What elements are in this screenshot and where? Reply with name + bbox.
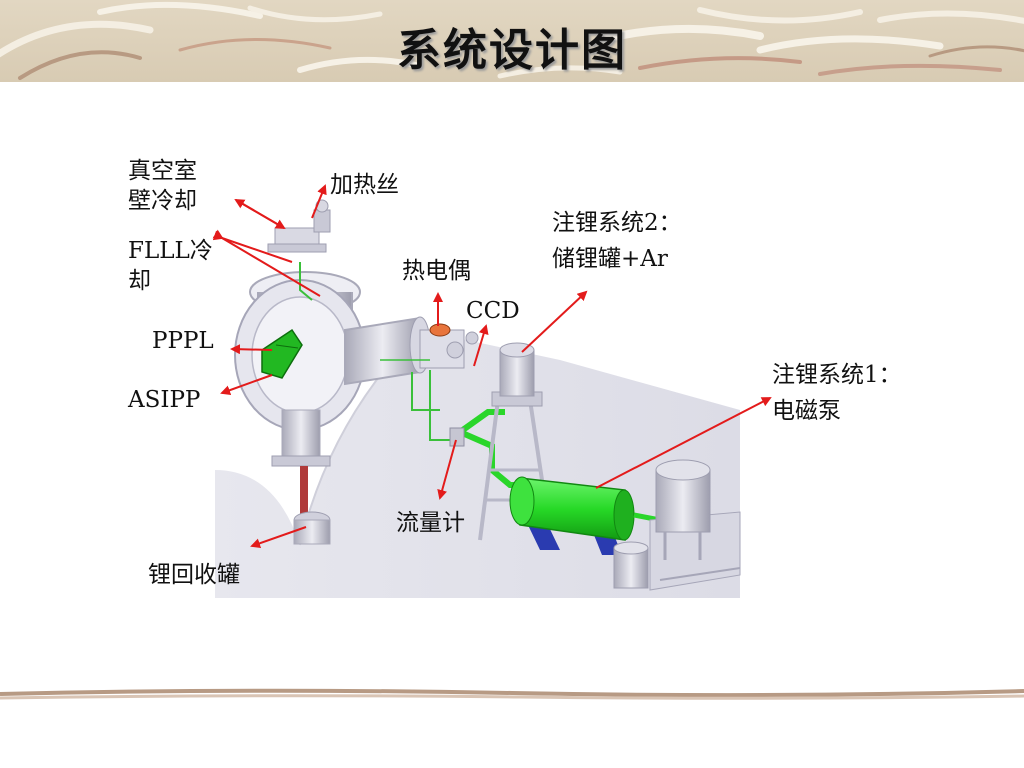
- label-pppl: PPPL: [152, 328, 214, 354]
- banner-decoration: [0, 1, 1024, 80]
- electromagnetic-pump: [509, 476, 661, 555]
- vacuum-chamber: [234, 199, 479, 545]
- arrow-ccd: [473, 324, 489, 367]
- label-heater-wire: 加热丝: [330, 172, 399, 198]
- arrow-flll-cooling-b: [212, 229, 321, 297]
- arrow-pppl: [230, 344, 273, 355]
- annotation-arrows: [212, 184, 772, 549]
- label-flowmeter: 流量计: [396, 510, 465, 536]
- label-vacuum-wall-cooling: 真空室 壁冷却: [128, 158, 197, 214]
- label-lithium-recovery-tank: 锂回收罐: [148, 562, 240, 588]
- label-ccd: CCD: [466, 298, 520, 324]
- storage-tank: [478, 342, 550, 541]
- slide-title: 系统设计图: [397, 25, 627, 76]
- label-flll-cooling: FLLL冷 却: [128, 238, 213, 294]
- bottom-divider: [0, 688, 1024, 700]
- arrow-flll-cooling-a: [212, 230, 293, 263]
- arrow-vacuum-wall-cooling-back: [234, 198, 285, 229]
- system-diagram: [212, 184, 772, 598]
- arrow-recovery-tank: [250, 526, 307, 549]
- arrow-asipp: [220, 374, 273, 395]
- label-lithium-injection-2: 注锂系统2： 储锂罐+Ar: [552, 210, 682, 272]
- auxiliary-tanks: [613, 459, 741, 591]
- arrow-heater-wire: [311, 184, 327, 219]
- title-banner: 系统设计图: [0, 0, 1024, 82]
- label-thermocouple: 热电偶: [402, 258, 471, 284]
- label-lithium-injection-1: 注锂系统1： 电磁泵: [772, 362, 902, 424]
- arrow-lithium-injection-2: [521, 290, 588, 353]
- arrow-flowmeter: [437, 439, 457, 500]
- label-asipp: ASIPP: [128, 387, 201, 413]
- arrow-lithium-injection-1: [595, 397, 772, 489]
